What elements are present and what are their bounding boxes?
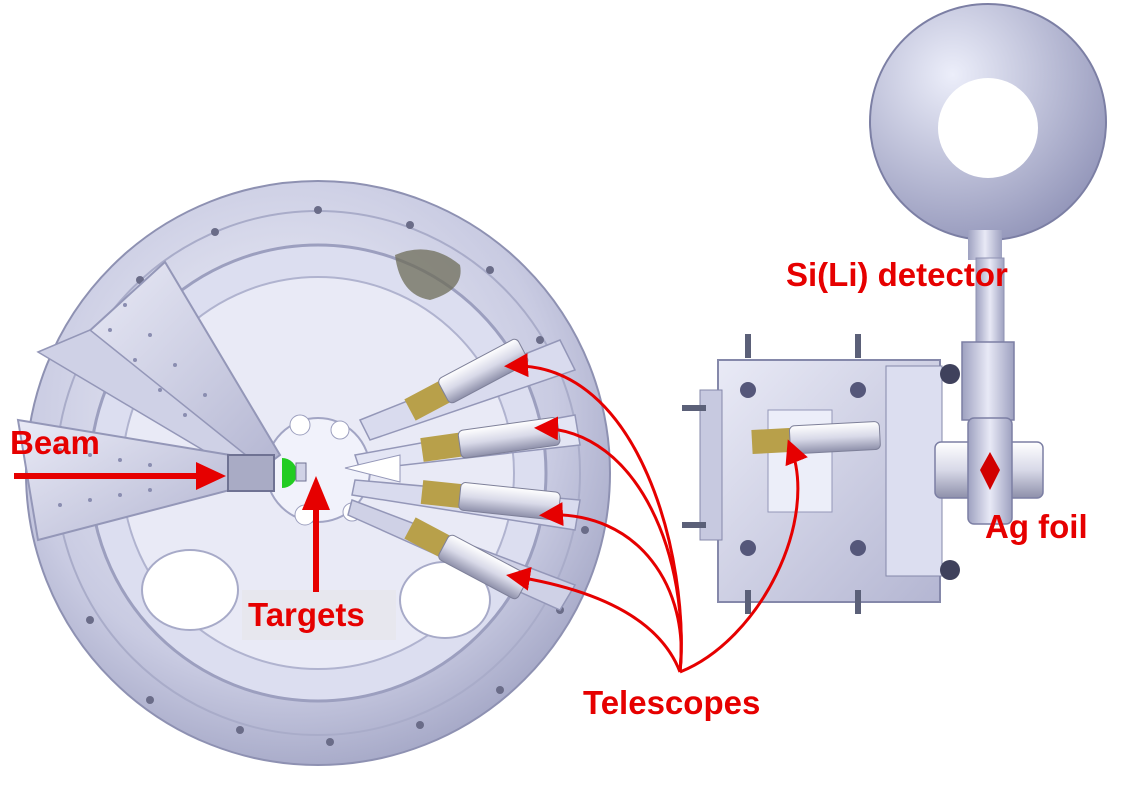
ag-foil-label: Ag foil [985,508,1088,545]
annotations: Beam Targets Si(Li) detector Ag foil Tel… [10,256,1088,721]
sili-detector-label: Si(Li) detector [786,256,1008,293]
beam-label: Beam [10,424,100,461]
valve-knob [940,364,960,384]
ag-foil-shape [980,452,1000,490]
holder-hole [330,420,350,440]
beam-cone [344,454,401,483]
targets-label: Targets [248,596,365,633]
floor-cutout [141,549,239,631]
floor-cutout [395,249,461,300]
targets-arrowhead [302,476,330,510]
targets-label-bg [242,590,396,640]
target-frame [295,462,307,482]
dewar-stem [968,230,1002,260]
green-marker [282,458,297,488]
telescopes-label: Telescopes [583,684,760,721]
rail-dots [58,303,207,507]
telescope-detector [404,517,529,600]
telescope-pointers [504,353,808,674]
dewar-stem [975,257,1005,349]
beam-collimator [227,454,275,492]
vacuum-flange [885,365,943,577]
valve-knob [940,560,960,580]
telescope-detector [420,480,561,521]
dish-opening [938,78,1038,178]
beam-arrowhead [196,462,226,490]
vacuum-flange [699,389,723,541]
detector-housing [961,341,1015,421]
holder-hole [289,414,311,436]
box-bolts [682,334,866,614]
sili-apparatus [682,3,1107,614]
